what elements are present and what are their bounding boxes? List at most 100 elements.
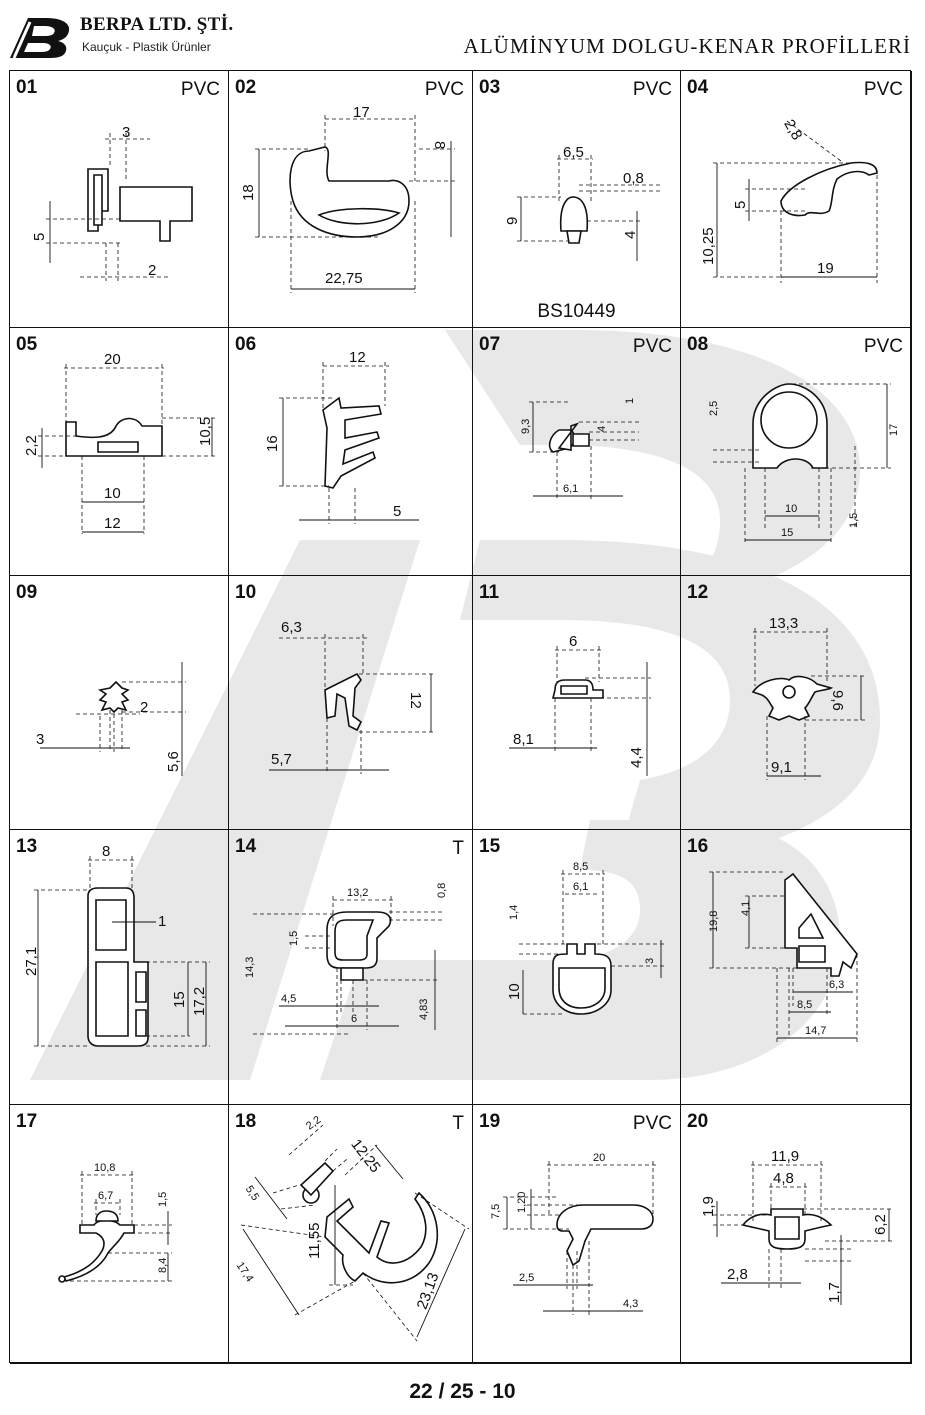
dim-label: 10,25 — [700, 227, 717, 265]
dim-label: 6,1 — [563, 483, 578, 495]
profile-cell-10: 10 6,3 12 5,7 — [229, 576, 473, 830]
dim-label: 13,3 — [769, 615, 798, 632]
company-name: BERPA LTD. ŞTİ. — [80, 14, 234, 35]
dim-label: 5 — [732, 201, 749, 209]
profile-drawing: 2,2 12,25 5,5 17,4 11,55 23,13 — [234, 1114, 470, 1342]
dim-label: 5 — [393, 503, 401, 520]
profile-cell-04: 04 PVC 2,8 5 10,25 19 — [681, 71, 912, 328]
dim-label: 1,7 — [826, 1282, 843, 1303]
dim-label: 5,6 — [165, 751, 182, 772]
dim-label: 2,5 — [519, 1272, 534, 1284]
dim-label: 9 — [504, 217, 521, 225]
profile-cell-08: 08 PVC 2,5 17 10 1,5 15 — [681, 328, 912, 576]
profile-cell-03: 03 PVC BS10449 6,5 0,8 9 4 — [473, 71, 681, 328]
profile-drawing: 11,9 4,8 1,9 6,2 2,8 1,7 — [700, 1148, 893, 1305]
profile-cell-16: 16 19,8 4,1 6,3 8,5 14,7 — [681, 830, 912, 1105]
dim-label: 12 — [407, 692, 424, 709]
profile-drawing: 17 8 18 22,75 — [240, 104, 455, 293]
dim-label: 9,6 — [829, 690, 846, 711]
dim-label: 8,4 — [157, 1258, 169, 1273]
dim-label: 2 — [140, 699, 148, 716]
dim-label: 3 — [122, 124, 130, 141]
dim-label: 1 — [624, 398, 636, 404]
dim-label: 8,1 — [513, 731, 534, 748]
profile-cell-20: 20 11,9 4,8 1,9 6,2 2,8 1,7 — [681, 1105, 912, 1364]
material-label: PVC — [863, 79, 903, 100]
dim-label: 15 — [781, 527, 793, 539]
dim-label: 8 — [102, 843, 110, 860]
profile-cell-11: 11 6 8,1 4,4 — [473, 576, 681, 830]
dim-label: 6,7 — [98, 1190, 113, 1202]
dim-label: 1,20 — [516, 1192, 528, 1213]
dim-label: 14,3 — [244, 957, 256, 978]
dim-label: 10 — [104, 485, 121, 502]
dim-label: 3 — [36, 731, 44, 748]
dim-label: 4,3 — [623, 1298, 638, 1310]
profile-number: 15 — [479, 836, 501, 857]
profile-drawing: 12 16 5 — [264, 349, 419, 524]
dim-label: 2,8 — [780, 117, 805, 144]
profile-number: 20 — [687, 1111, 709, 1132]
profile-number: 13 — [16, 836, 38, 857]
dim-label: 4,1 — [740, 901, 752, 916]
dim-label: 7,5 — [490, 1204, 502, 1219]
dim-label: 11,55 — [306, 1223, 323, 1259]
profile-drawing: 19,8 4,1 6,3 8,5 14,7 — [708, 871, 858, 1042]
material-label: PVC — [632, 1113, 672, 1134]
dim-label: 23,13 — [414, 1270, 443, 1311]
profile-drawing: 20 2,2 10,5 10 12 — [23, 351, 216, 534]
dim-label: 1 — [158, 913, 166, 930]
profile-drawing: 8,5 6,1 1,4 3 10 — [506, 861, 665, 1015]
profile-drawing: 6,3 12 5,7 — [269, 619, 435, 774]
dim-label: 13,2 — [347, 887, 368, 899]
dim-label: 20 — [104, 351, 121, 368]
dim-label: 4,83 — [418, 999, 430, 1020]
profile-cell-02: 02 PVC 17 8 18 22,75 — [229, 71, 473, 328]
profile-number: 01 — [16, 77, 38, 98]
profile-drawing: 2 3 5,6 — [36, 662, 186, 776]
company-tagline: Kauçuk - Plastik Ürünler — [82, 40, 211, 54]
dim-label: 2,5 — [708, 401, 720, 416]
dim-label: 2,2 — [304, 1114, 323, 1133]
material-label: T — [452, 1113, 464, 1134]
profile-drawing: 2,8 5 10,25 19 — [700, 117, 878, 283]
profile-drawing: 6,5 0,8 9 4 — [504, 144, 663, 261]
material-label: PVC — [180, 79, 220, 100]
page-code: 22 / 25 - 10 — [409, 1380, 516, 1403]
profile-number: 19 — [479, 1111, 501, 1132]
profile-cell-18: 18 T 2,2 12,25 5,5 17,4 11,55 23,13 — [229, 1105, 473, 1364]
dim-label: 17,4 — [234, 1260, 256, 1284]
profile-number: 03 — [479, 77, 501, 98]
material-label: PVC — [424, 79, 464, 100]
profile-number: 17 — [16, 1111, 38, 1132]
dim-label: 16 — [264, 435, 281, 452]
profile-number: 10 — [235, 582, 257, 603]
dim-label: 0,8 — [623, 170, 644, 187]
dim-label: 6,3 — [281, 619, 302, 636]
profile-number: 04 — [687, 77, 709, 98]
dim-label: 14,7 — [805, 1025, 826, 1037]
profile-cell-09: 09 2 3 5,6 — [10, 576, 229, 830]
profile-number: 02 — [235, 77, 257, 98]
dim-label: 8,5 — [573, 861, 588, 873]
dim-label: 10,8 — [94, 1162, 115, 1174]
dim-label: 2,2 — [23, 435, 40, 456]
dim-label: 22,75 — [325, 270, 363, 287]
dim-label: 0,8 — [436, 883, 448, 898]
profile-cell-01: 01 PVC 3 5 2 — [10, 71, 229, 328]
profile-drawing: 20 1,20 7,5 2,5 4,3 — [490, 1152, 657, 1315]
profile-number: 14 — [235, 836, 257, 857]
dim-label: 10,5 — [197, 417, 214, 446]
dim-label: 5,5 — [243, 1184, 262, 1203]
dim-label: 17 — [888, 424, 900, 436]
profile-grid: 01 PVC 3 5 2 02 PVC 17 8 18 22,75 — [9, 70, 912, 1364]
document-title: ALÜMİNYUM DOLGU-KENAR PROFİLLERİ — [463, 34, 911, 58]
dim-label: 9,3 — [520, 419, 532, 434]
dim-label: 20 — [593, 1152, 605, 1164]
dim-label: 6,5 — [563, 144, 584, 161]
dim-label: 6,1 — [573, 881, 588, 893]
profile-drawing: 10,8 6,7 1,5 8,4 — [58, 1162, 172, 1283]
dim-label: 4,4 — [628, 747, 645, 768]
dim-label: 19,8 — [708, 911, 720, 932]
dim-label: 18 — [240, 184, 257, 201]
